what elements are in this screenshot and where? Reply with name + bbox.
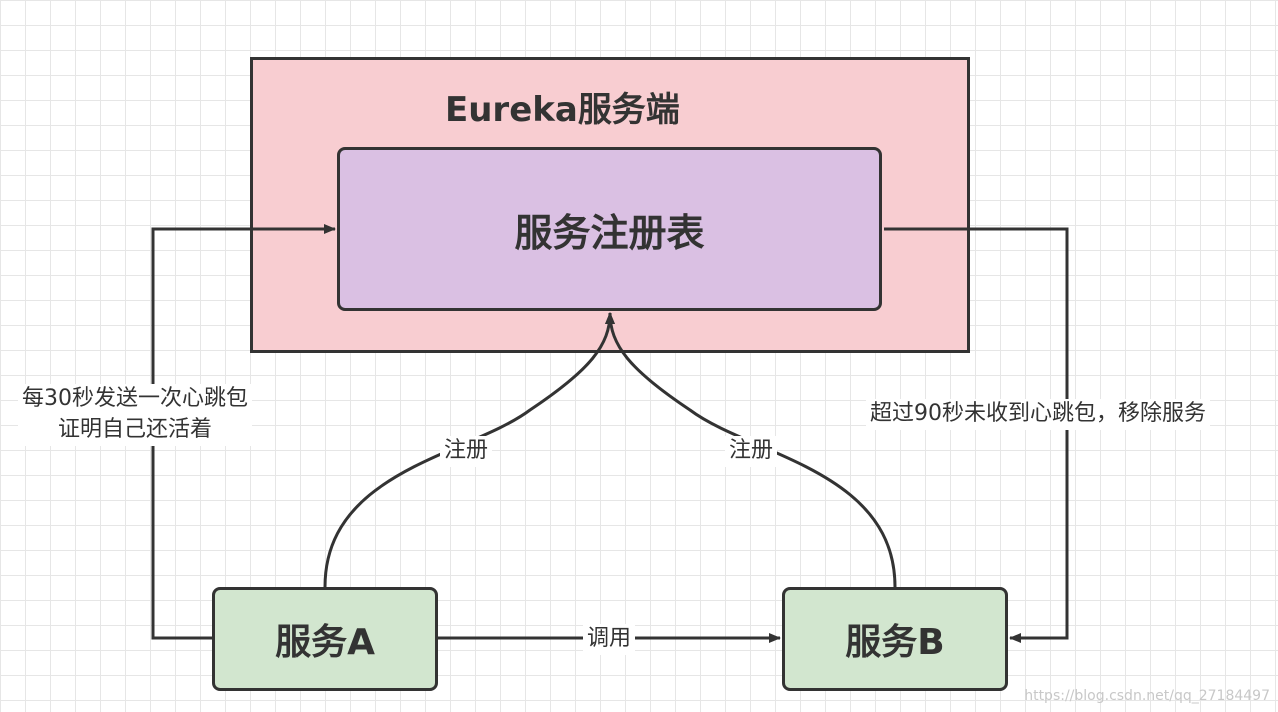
register-b-arrow	[605, 312, 897, 588]
watermark: https://blog.csdn.net/qq_27184497	[1024, 688, 1270, 704]
service-registry-box: 服务注册表	[337, 147, 882, 311]
heartbeat-label-line1: 每30秒发送一次心跳包	[22, 386, 248, 411]
register-a-label: 注册	[440, 436, 493, 467]
evict-label: 超过90秒未收到心跳包，移除服务	[866, 399, 1210, 430]
service-a-box: 服务A	[212, 587, 438, 691]
register-b-label: 注册	[725, 436, 778, 467]
evict-arrow	[884, 227, 1069, 643]
heartbeat-label: 每30秒发送一次心跳包 证明自己还活着	[18, 384, 252, 446]
register-a-arrow	[323, 312, 615, 588]
heartbeat-label-line2: 证明自己还活着	[57, 416, 212, 442]
call-label: 调用	[583, 624, 636, 655]
eureka-server-title: Eureka服务端	[445, 90, 680, 130]
service-b-box: 服务B	[782, 587, 1008, 691]
